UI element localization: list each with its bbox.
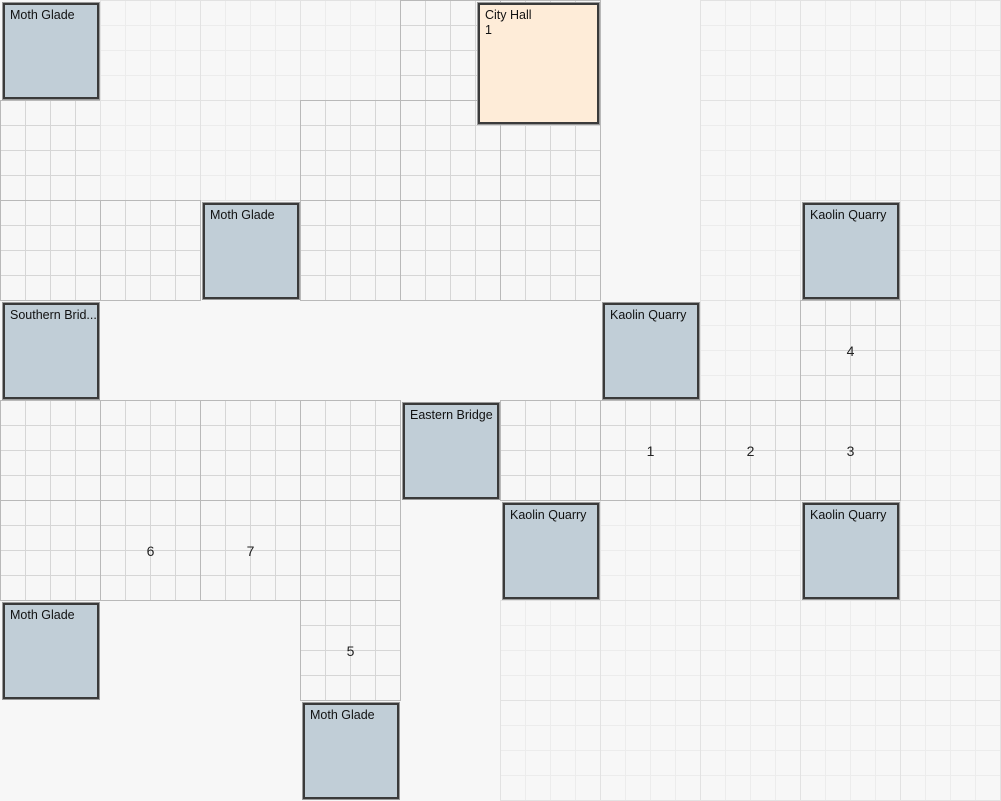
tile-name: Kaolin Quarry bbox=[610, 308, 687, 322]
grid-cell-empty[interactable] bbox=[700, 700, 801, 801]
grid-cell-active[interactable] bbox=[100, 200, 201, 301]
grid-cell-empty[interactable] bbox=[700, 300, 801, 401]
grid-cell-active[interactable] bbox=[500, 200, 601, 301]
grid-cell-empty[interactable] bbox=[100, 100, 201, 201]
cell-number: 3 bbox=[846, 442, 855, 459]
grid-cell-empty[interactable] bbox=[800, 0, 901, 101]
tile-name: Moth Glade bbox=[310, 708, 375, 722]
cell-number: 5 bbox=[346, 642, 355, 659]
grid-cell-active[interactable] bbox=[200, 400, 301, 501]
grid-cell-empty[interactable] bbox=[800, 700, 901, 801]
grid-cell-numbered[interactable]: 2 bbox=[700, 400, 801, 501]
grid-cell-empty[interactable] bbox=[600, 500, 701, 601]
grid-cell-empty[interactable] bbox=[700, 0, 801, 101]
grid-cell-empty[interactable] bbox=[700, 600, 801, 701]
tile-name: Eastern Bridge bbox=[410, 408, 493, 422]
tile-name: Kaolin Quarry bbox=[810, 508, 887, 522]
grid-cell-empty[interactable] bbox=[900, 0, 1001, 101]
cell-number: 7 bbox=[246, 542, 255, 559]
grid-cell-empty[interactable] bbox=[900, 200, 1001, 301]
tile-name: Moth Glade bbox=[10, 608, 75, 622]
grid-cell-empty[interactable] bbox=[900, 100, 1001, 201]
building-tile[interactable]: Kaolin Quarry bbox=[603, 303, 699, 399]
grid-cell-active[interactable] bbox=[300, 200, 401, 301]
grid-cell-active[interactable] bbox=[300, 500, 401, 601]
grid-cell-empty[interactable] bbox=[500, 700, 601, 801]
tile-name: Kaolin Quarry bbox=[810, 208, 887, 222]
grid-cell-numbered[interactable]: 3 bbox=[800, 400, 901, 501]
building-tile[interactable]: Moth Glade bbox=[203, 203, 299, 299]
grid-cell-active[interactable] bbox=[300, 400, 401, 501]
grid-cell-empty[interactable] bbox=[600, 700, 701, 801]
grid-cell-empty[interactable] bbox=[700, 100, 801, 201]
grid-cell-active[interactable] bbox=[0, 100, 101, 201]
grid-cell-empty[interactable] bbox=[200, 100, 301, 201]
building-tile[interactable]: Moth Glade bbox=[303, 703, 399, 799]
building-tile[interactable]: Kaolin Quarry bbox=[503, 503, 599, 599]
cell-number: 2 bbox=[746, 442, 755, 459]
grid-cell-empty[interactable] bbox=[900, 400, 1001, 501]
grid-cell-active[interactable] bbox=[300, 100, 401, 201]
building-tile[interactable]: Moth Glade bbox=[3, 603, 99, 699]
grid-cell-empty[interactable] bbox=[900, 600, 1001, 701]
building-tile[interactable]: Kaolin Quarry bbox=[803, 203, 899, 299]
grid-cell-empty[interactable] bbox=[300, 0, 401, 101]
grid-cell-empty[interactable] bbox=[900, 300, 1001, 401]
grid-cell-numbered[interactable]: 5 bbox=[300, 600, 401, 701]
building-tile[interactable]: Southern Brid... bbox=[3, 303, 99, 399]
tile-name: Southern Brid... bbox=[10, 308, 97, 322]
grid-cell-numbered[interactable]: 1 bbox=[600, 400, 701, 501]
grid-cell-empty[interactable] bbox=[100, 0, 201, 101]
grid-cell-active[interactable] bbox=[0, 200, 101, 301]
grid-cell-empty[interactable] bbox=[500, 600, 601, 701]
tile-name: City Hall bbox=[485, 8, 532, 22]
cell-number: 1 bbox=[646, 442, 655, 459]
grid-cell-numbered[interactable]: 4 bbox=[800, 300, 901, 401]
grid-cell-empty[interactable] bbox=[900, 700, 1001, 801]
tile-name: Moth Glade bbox=[210, 208, 275, 222]
grid-cell-active[interactable] bbox=[500, 400, 601, 501]
grid-cell-empty[interactable] bbox=[700, 500, 801, 601]
building-tile[interactable]: Eastern Bridge bbox=[403, 403, 499, 499]
grid-cell-numbered[interactable]: 7 bbox=[200, 500, 301, 601]
building-tile[interactable]: Kaolin Quarry bbox=[803, 503, 899, 599]
grid-cell-empty[interactable] bbox=[800, 100, 901, 201]
grid-cell-empty[interactable] bbox=[900, 500, 1001, 601]
tile-name: Kaolin Quarry bbox=[510, 508, 587, 522]
grid-cell-active[interactable] bbox=[0, 500, 101, 601]
grid-cell-empty[interactable] bbox=[200, 0, 301, 101]
grid-cell-active[interactable] bbox=[100, 400, 201, 501]
building-tile[interactable]: Moth Glade bbox=[3, 3, 99, 99]
grid-cell-empty[interactable] bbox=[800, 600, 901, 701]
grid-cell-numbered[interactable]: 6 bbox=[100, 500, 201, 601]
cell-number: 4 bbox=[846, 342, 855, 359]
grid-cell-active[interactable] bbox=[400, 200, 501, 301]
grid-cell-empty[interactable] bbox=[600, 600, 701, 701]
tile-name: Moth Glade bbox=[10, 8, 75, 22]
tile-level: 1 bbox=[485, 23, 492, 37]
grid-cell-active[interactable] bbox=[0, 400, 101, 501]
cell-number: 6 bbox=[146, 542, 155, 559]
grid-cell-empty[interactable] bbox=[700, 200, 801, 301]
